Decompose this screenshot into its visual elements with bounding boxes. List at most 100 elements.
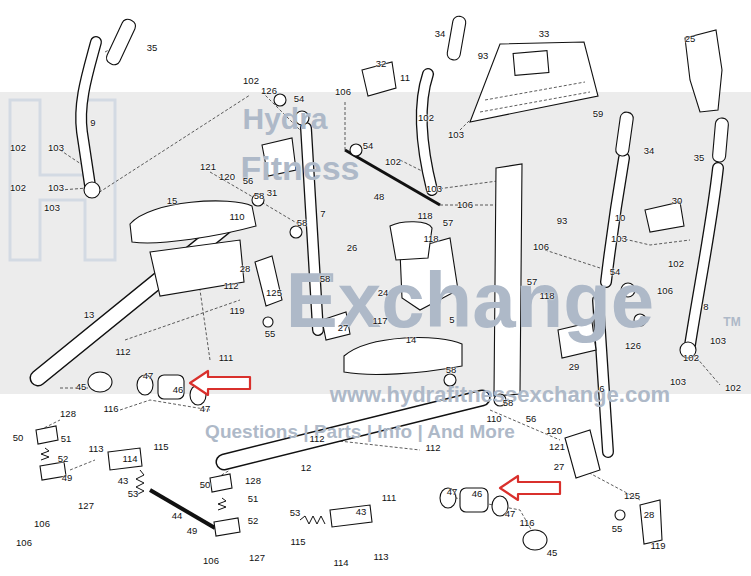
callout-number: 118 [423,233,438,244]
callout-number: 35 [147,42,158,53]
callout-number: 45 [76,381,87,392]
callout-number: 127 [249,552,265,563]
callout-number: 47 [447,486,458,497]
callout-number: 7 [320,208,325,219]
watermark-text: TM [723,316,740,329]
callout-number: 47 [200,403,211,414]
watermark-text: www.hydrafitnessexchange.com [330,383,670,407]
callout-number: 118 [417,210,432,221]
grips [105,15,729,162]
callout-number: 47 [505,508,516,519]
callout-number: 55 [612,523,623,534]
callout-number: 45 [547,547,558,558]
callout-number: 58 [503,397,514,408]
callout-number: 54 [294,93,305,104]
callout-number: 102 [668,258,684,269]
callout-number: 29 [569,361,580,372]
callout-number: 56 [243,175,254,186]
callout-number: 52 [248,515,259,526]
callout-number: 119 [229,305,244,316]
callout-number: 128 [245,475,261,486]
callout-number: 112 [309,433,324,444]
callout-number: 121 [200,161,216,172]
callout-number: 34 [644,145,655,156]
callout-number: 33 [539,28,550,39]
callout-number: 126 [625,340,641,351]
callout-number: 113 [373,551,388,562]
callout-number: 57 [527,276,538,287]
callout-number: 15 [167,195,178,206]
callout-number: 48 [374,191,385,202]
callout-number: 53 [128,488,139,499]
callout-number: 106 [16,537,32,548]
callout-number: 103 [611,233,627,244]
callout-number: 49 [62,472,73,483]
callout-number: 14 [406,334,417,345]
callout-number: 120 [546,425,562,436]
callout-number: 103 [710,335,726,346]
callout-number: 46 [472,488,483,499]
callout-number: 103 [426,183,442,194]
callout-number: 121 [549,441,565,452]
callout-number: 116 [103,403,118,414]
watermark-text: Fitness [240,150,359,187]
handlebar-tubes [81,42,718,452]
callout-number: 103 [448,129,464,140]
callout-number: 111 [219,352,233,363]
pivot-hardware [36,426,372,536]
callout-number: 58 [320,273,331,284]
callout-number: 116 [519,517,534,528]
callout-number: 27 [554,461,565,472]
callout-number: 103 [670,376,686,387]
callout-number: 103 [48,142,64,153]
callout-number: 125 [624,490,640,501]
callout-number: 93 [557,215,568,226]
callout-number: 126 [261,85,277,96]
callout-number: 32 [376,58,387,69]
callout-number: 11 [400,72,410,83]
callout-number: 46 [173,384,184,395]
callout-number: 43 [118,475,129,486]
callout-number: 6 [599,383,604,394]
callout-number: 111 [382,492,396,503]
callout-number: 25 [685,33,696,44]
callout-number: 117 [372,315,387,326]
rollers [84,94,696,550]
callout-number: 114 [122,453,137,464]
callout-number: 58 [446,364,457,375]
watermark-text: Hydra [242,102,327,135]
watermark-logo [10,100,115,260]
callout-number: 106 [457,199,473,210]
callout-number: 128 [60,408,76,419]
callout-number: 110 [486,413,501,424]
callout-number: 28 [644,509,655,520]
callout-number: 102 [10,142,26,153]
callout-number: 102 [683,352,699,363]
callout-number: 9 [90,117,95,128]
callout-number: 51 [61,433,72,444]
callout-number: 59 [593,108,604,119]
callout-number: 112 [425,442,440,453]
callout-number: 31 [267,187,278,198]
callout-number: 106 [34,518,50,529]
callout-number: 47 [143,370,154,381]
callout-number: 8 [703,301,708,312]
callout-number: 102 [725,382,741,393]
callout-number: 106 [657,285,673,296]
callout-number: 55 [265,328,276,339]
callout-number: 50 [200,479,211,490]
callout-number: 115 [153,441,168,452]
callout-number: 34 [435,28,446,39]
callout-number: 49 [187,525,198,536]
callout-number: 53 [290,507,301,518]
callout-number: 113 [88,443,103,454]
callout-number: 44 [172,510,183,521]
callout-number: 119 [650,540,665,551]
callout-number: 57 [443,217,454,228]
callout-number: 51 [248,493,259,504]
callout-number: 56 [526,413,537,424]
callout-number: 106 [203,555,219,566]
callout-number: 24 [378,287,389,298]
callout-number: 10 [615,212,626,223]
